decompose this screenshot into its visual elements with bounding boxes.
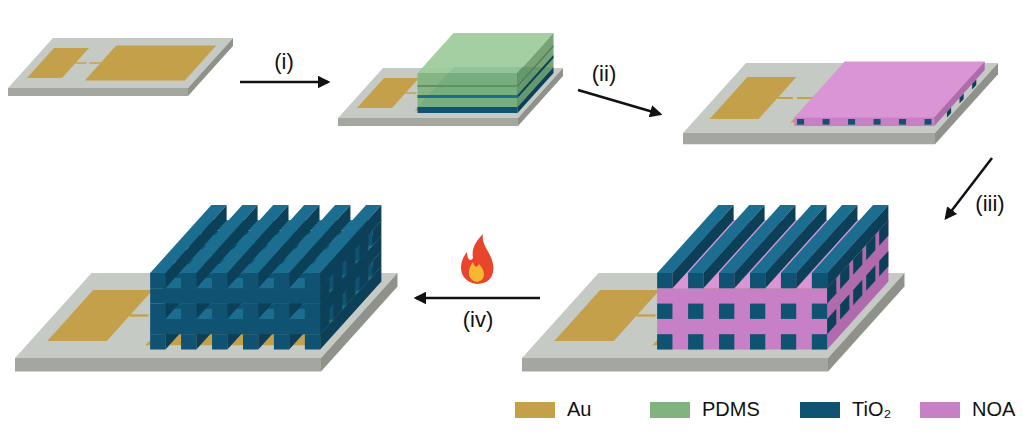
legend-label: PDMS	[702, 398, 760, 421]
step-label: (i)	[274, 50, 294, 74]
legend-swatch	[920, 402, 960, 418]
legend-entry: NOA	[920, 398, 1015, 421]
tio2-woodpile-stage	[15, 205, 398, 372]
legend-label: Au	[567, 398, 591, 421]
legend-entry: Au	[515, 398, 591, 421]
step-label: (iii)	[975, 192, 1004, 216]
legend-swatch	[800, 402, 840, 418]
bare-substrate	[8, 38, 233, 96]
step-arrow	[416, 297, 540, 300]
legend-entry: PDMS	[650, 398, 760, 421]
legend-swatch	[650, 402, 690, 418]
step-label: (ii)	[592, 62, 616, 86]
legend-swatch	[515, 402, 555, 418]
step-label: (iv)	[463, 308, 494, 332]
stamp-stage	[338, 33, 563, 126]
step-arrow	[578, 90, 660, 114]
heat-flame	[461, 234, 493, 284]
noa-layer-stage	[683, 62, 998, 145]
step-arrow	[240, 81, 328, 84]
legend-entry: TiO₂	[800, 398, 891, 421]
legend-label: TiO₂	[852, 398, 891, 421]
legend-label: NOA	[972, 398, 1015, 421]
infilled-woodpile-stage	[522, 205, 905, 372]
